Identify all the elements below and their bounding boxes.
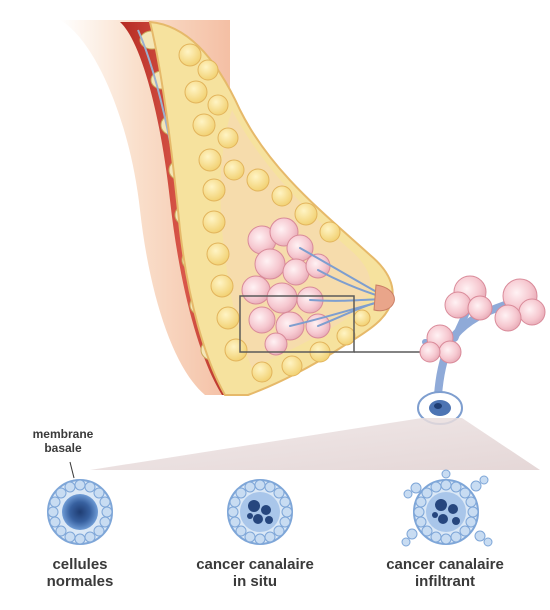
cell-in-situ-label: cancer canalaire in situ <box>175 556 335 591</box>
cell-in-situ <box>228 480 292 544</box>
cell-normal <box>48 480 112 544</box>
cell-infiltrant-label: cancer canalaire infiltrant <box>365 556 525 591</box>
magnified-duct <box>418 276 545 424</box>
expansion-cone <box>90 418 540 470</box>
cell-normal-label: cellules normales <box>20 556 140 591</box>
cell-infiltrant <box>402 470 492 546</box>
membrane-pointer-line <box>70 462 74 478</box>
membrane-basale-label: membrane basale <box>18 428 108 456</box>
